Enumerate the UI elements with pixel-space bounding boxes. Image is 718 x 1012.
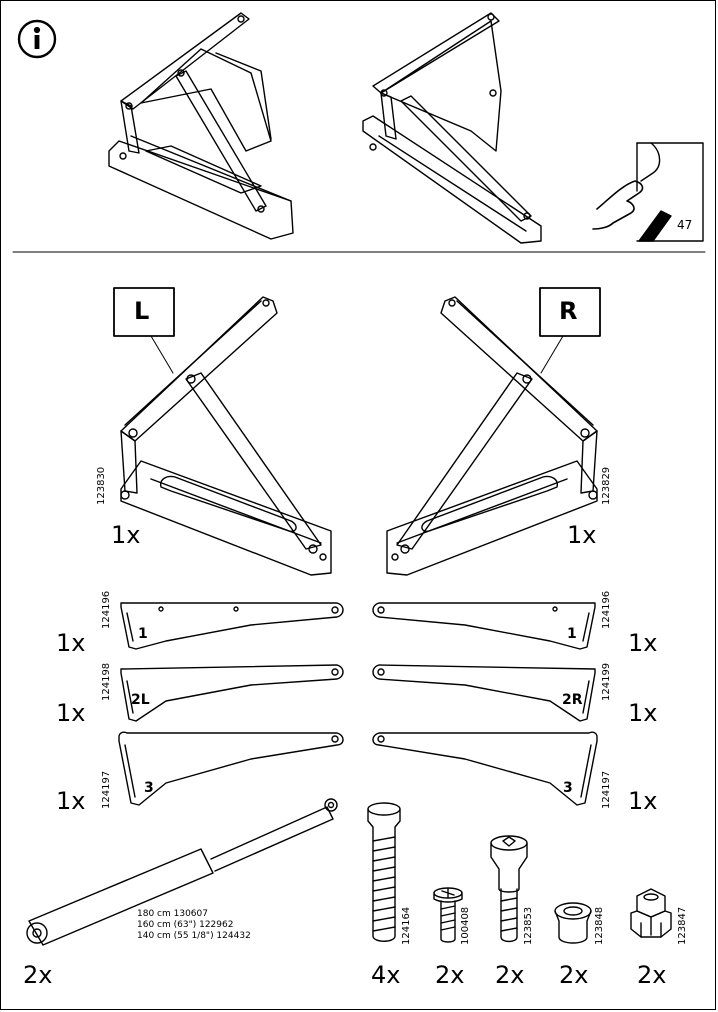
hardware-124164-illustration	[367, 802, 401, 942]
bracket-2r-part-number: 2R	[562, 692, 583, 708]
hardware-123848-article-number: 123848	[594, 906, 605, 945]
bracket-3-right-quantity: 1x	[628, 787, 658, 815]
bracket-3-left-article-number: 124197	[101, 770, 112, 809]
bracket-3-left-illustration	[118, 731, 344, 806]
bracket-2r-article-number: 124199	[601, 662, 612, 701]
left-frame-illustration	[120, 296, 332, 576]
bracket-3-left-part-number: 3	[144, 780, 154, 796]
left-frame-quantity: 1x	[111, 521, 141, 549]
bracket-3-right-part-number: 3	[563, 780, 573, 796]
bracket-3-right-illustration	[372, 731, 598, 806]
bracket-1-right-part-number: 1	[567, 626, 577, 642]
hardware-123853-illustration	[490, 835, 528, 943]
bracket-1-right-illustration	[372, 602, 596, 650]
hardware-123848-quantity: 2x	[559, 961, 589, 989]
info-icon	[17, 19, 57, 59]
hardware-123847-article-number: 123847	[677, 906, 688, 945]
bracket-2-right-quantity: 1x	[628, 699, 658, 727]
hardware-123848-illustration	[554, 902, 592, 944]
top-assembly-left-illustration	[108, 12, 294, 240]
bracket-3-left-quantity: 1x	[56, 787, 86, 815]
left-frame-article-number: 123830	[96, 466, 107, 505]
bracket-2l-part-number: 2L	[131, 692, 150, 708]
hardware-123853-article-number: 123853	[523, 906, 534, 945]
bracket-1-left-illustration	[120, 602, 344, 650]
gas-spring-illustration	[26, 798, 338, 946]
top-assembly-right-illustration	[362, 12, 542, 244]
left-frame-label: L	[134, 297, 150, 325]
bracket-1-right-quantity: 1x	[628, 629, 658, 657]
right-frame-illustration	[386, 296, 598, 576]
hardware-100408-article-number: 100408	[460, 906, 471, 945]
bracket-2l-article-number: 124198	[101, 662, 112, 701]
page-reference-number: 47	[677, 218, 693, 232]
hardware-100408-quantity: 2x	[435, 961, 465, 989]
right-frame-label-box	[539, 287, 601, 374]
bracket-2l-illustration	[120, 664, 344, 722]
hand-turn-page-icon	[592, 142, 704, 242]
left-frame-label-box	[113, 287, 175, 374]
gas-spring-size-140: 140 cm (55 1/8") 124432	[137, 931, 251, 941]
bracket-2r-illustration	[372, 664, 596, 722]
gas-spring-quantity: 2x	[23, 961, 53, 989]
hardware-100408-illustration	[433, 887, 463, 943]
gas-spring-size-160: 160 cm (63") 122962	[137, 920, 234, 930]
right-frame-quantity: 1x	[567, 521, 597, 549]
bracket-1-left-quantity: 1x	[56, 629, 86, 657]
hardware-124164-article-number: 124164	[401, 906, 412, 945]
hardware-123847-illustration	[630, 888, 672, 938]
right-frame-article-number: 123829	[601, 466, 612, 505]
bracket-1-left-part-number: 1	[138, 626, 148, 642]
bracket-1-right-article-number: 124196	[601, 590, 612, 629]
hardware-124164-quantity: 4x	[371, 961, 401, 989]
right-frame-label: R	[559, 297, 578, 325]
bracket-3-right-article-number: 124197	[601, 770, 612, 809]
bracket-2-left-quantity: 1x	[56, 699, 86, 727]
hardware-123847-quantity: 2x	[637, 961, 667, 989]
hardware-123853-quantity: 2x	[495, 961, 525, 989]
gas-spring-size-180: 180 cm 130607	[137, 909, 208, 919]
bracket-1-left-article-number: 124196	[101, 590, 112, 629]
